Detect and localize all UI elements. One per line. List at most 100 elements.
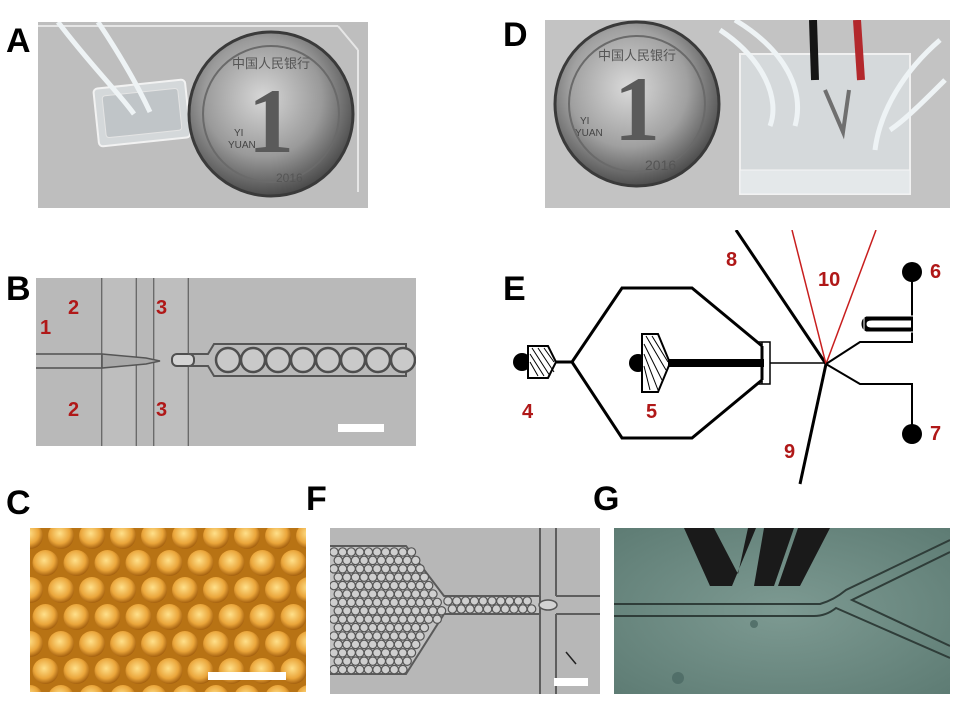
droplet bbox=[443, 596, 453, 606]
scale-bar-c bbox=[208, 672, 286, 680]
sphere bbox=[297, 685, 306, 692]
droplet bbox=[398, 597, 408, 608]
droplet bbox=[402, 589, 412, 599]
svg-text:2016: 2016 bbox=[276, 171, 303, 185]
droplet bbox=[415, 597, 425, 608]
droplet bbox=[402, 639, 412, 650]
sphere bbox=[94, 604, 121, 630]
droplet bbox=[376, 606, 387, 616]
droplet bbox=[389, 563, 399, 574]
droplet bbox=[432, 597, 442, 608]
sphere bbox=[172, 577, 198, 603]
panel-label-a: A bbox=[6, 22, 31, 60]
droplet bbox=[423, 580, 434, 591]
droplet bbox=[346, 631, 356, 641]
droplet bbox=[428, 589, 438, 599]
droplet bbox=[385, 622, 395, 633]
droplet bbox=[359, 606, 369, 616]
droplet bbox=[460, 596, 471, 606]
droplet bbox=[380, 597, 391, 608]
droplet bbox=[359, 572, 369, 582]
droplet bbox=[346, 664, 356, 675]
sphere bbox=[94, 658, 121, 684]
panel-label-b: B bbox=[6, 270, 31, 308]
droplet bbox=[342, 555, 352, 566]
droplet bbox=[410, 555, 421, 566]
droplet bbox=[410, 572, 421, 582]
droplet bbox=[337, 563, 348, 574]
droplet bbox=[496, 596, 506, 606]
droplet bbox=[436, 606, 447, 616]
droplet bbox=[376, 572, 387, 582]
sphere bbox=[111, 685, 135, 692]
droplet bbox=[330, 547, 339, 557]
droplet bbox=[380, 580, 391, 591]
droplet bbox=[359, 639, 369, 650]
port-7 bbox=[902, 424, 922, 444]
droplet bbox=[330, 648, 339, 658]
droplet bbox=[376, 639, 387, 650]
sphere bbox=[49, 685, 73, 692]
droplet bbox=[385, 606, 395, 616]
sphere bbox=[266, 685, 290, 692]
droplet bbox=[363, 614, 374, 624]
droplet bbox=[342, 622, 352, 633]
droplet bbox=[346, 648, 356, 658]
droplet bbox=[354, 597, 365, 608]
panel-d-photo: 1 YI YUAN 2016 中国人民银行 bbox=[545, 20, 950, 208]
droplet bbox=[376, 656, 387, 666]
sphere bbox=[94, 550, 121, 576]
droplet bbox=[500, 604, 510, 614]
packed-spheres bbox=[30, 528, 306, 692]
sphere bbox=[203, 528, 229, 549]
droplet bbox=[367, 555, 378, 566]
droplet bbox=[389, 547, 399, 557]
droplet bbox=[359, 555, 369, 566]
sphere bbox=[48, 631, 74, 657]
droplet bbox=[350, 639, 361, 650]
droplet bbox=[337, 580, 348, 591]
sphere bbox=[280, 604, 306, 630]
droplet bbox=[380, 614, 391, 624]
svg-text:1: 1 bbox=[248, 70, 294, 172]
scale-bar-f bbox=[554, 678, 588, 686]
droplet bbox=[359, 622, 369, 633]
panel-b-micrograph: 1 2 3 2 3 bbox=[36, 278, 416, 446]
droplet bbox=[482, 604, 493, 614]
panel-a-photo: 1 YI YUAN 2016 中国人民银行 bbox=[38, 22, 368, 208]
panel-c-micrograph bbox=[30, 528, 306, 692]
droplet bbox=[337, 631, 348, 641]
panel-label-d: D bbox=[503, 16, 528, 54]
panel-g-micrograph bbox=[614, 528, 950, 694]
droplet bbox=[350, 555, 361, 566]
droplet bbox=[330, 631, 339, 641]
droplet bbox=[406, 631, 417, 641]
droplet bbox=[393, 555, 404, 566]
droplet bbox=[363, 547, 374, 557]
label-e-6: 6 bbox=[930, 261, 941, 283]
droplet bbox=[406, 563, 417, 574]
svg-text:中国人民银行: 中国人民银行 bbox=[598, 49, 676, 64]
droplet bbox=[346, 580, 356, 591]
droplet bbox=[367, 639, 378, 650]
droplet bbox=[474, 604, 484, 614]
droplet bbox=[389, 614, 399, 624]
droplet bbox=[419, 606, 430, 616]
label-e-8: 8 bbox=[726, 249, 737, 271]
droplet bbox=[372, 664, 382, 675]
svg-text:YI: YI bbox=[234, 128, 243, 139]
label-e-9: 9 bbox=[784, 441, 795, 463]
droplet bbox=[419, 589, 430, 599]
droplet bbox=[333, 589, 344, 599]
droplet bbox=[393, 606, 404, 616]
sphere bbox=[218, 604, 245, 630]
panel-label-c: C bbox=[6, 484, 31, 522]
coin-a: 1 YI YUAN 2016 中国人民银行 bbox=[187, 30, 355, 198]
droplet bbox=[456, 604, 466, 614]
droplet bbox=[415, 580, 425, 591]
sphere bbox=[203, 577, 229, 603]
droplet bbox=[372, 547, 382, 557]
droplet bbox=[415, 614, 425, 624]
droplet bbox=[346, 597, 356, 608]
droplet bbox=[376, 622, 387, 633]
